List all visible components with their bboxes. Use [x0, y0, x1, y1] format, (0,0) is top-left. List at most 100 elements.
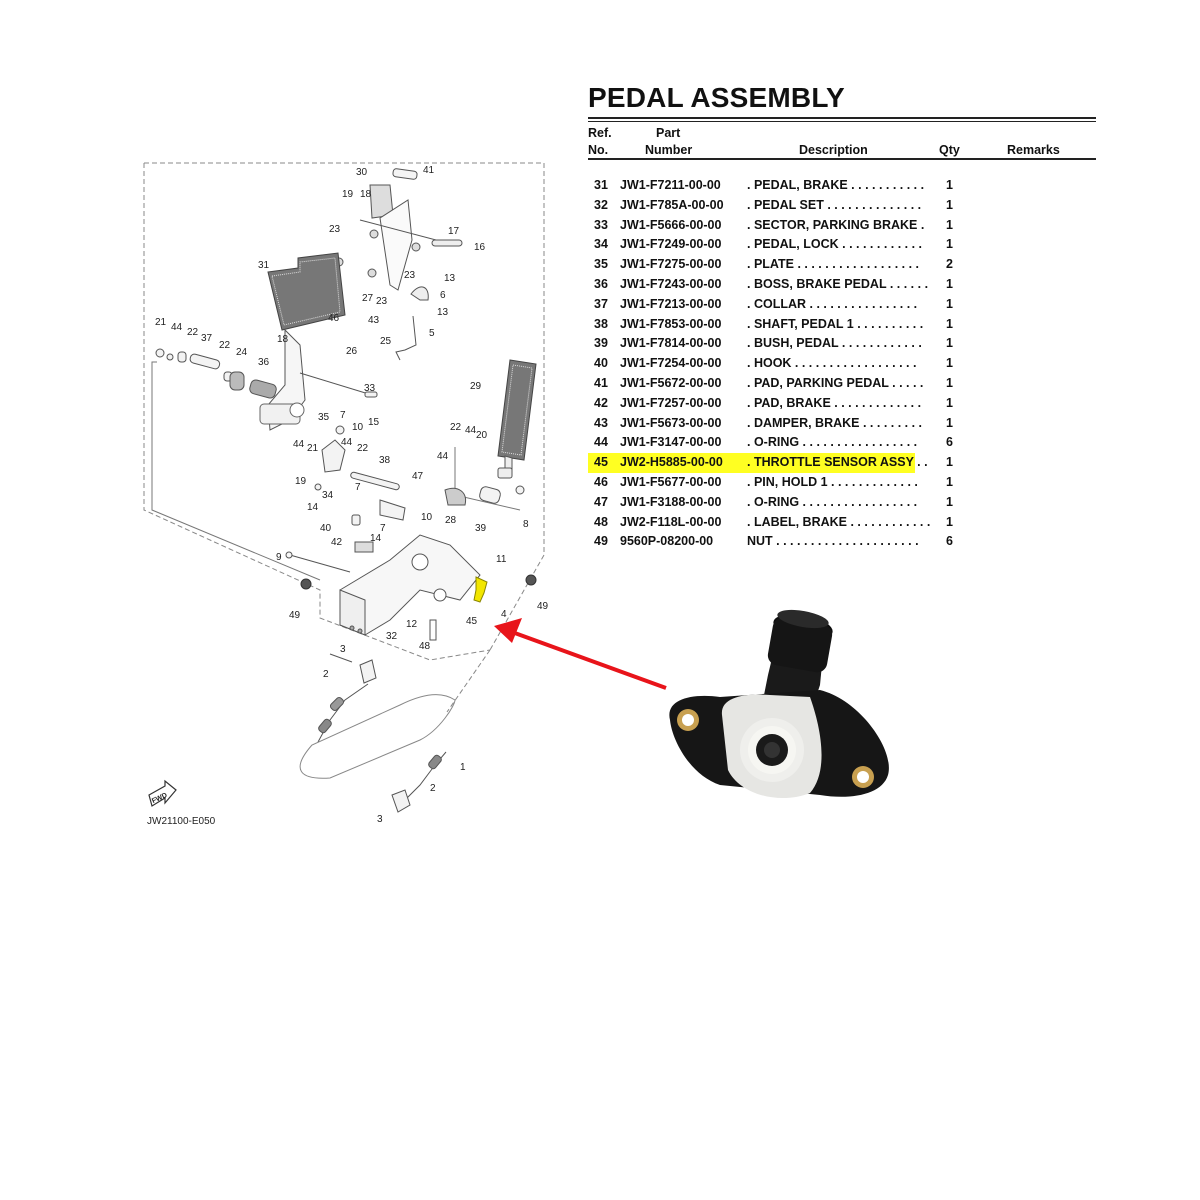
part-number-cell: JW1-F7257-00-00 — [620, 395, 722, 410]
ref-cell: 48 — [594, 514, 608, 529]
ref-cell: 33 — [594, 217, 608, 232]
callout-7b: 7 — [355, 482, 361, 493]
callout-28: 28 — [445, 515, 457, 526]
nut-49-left — [300, 578, 312, 590]
callout-21: 21 — [155, 317, 167, 328]
page-title: PEDAL ASSEMBLY — [588, 82, 845, 113]
description-cell: . COLLAR . . . . . . . . . . . . . . . . — [747, 296, 918, 311]
qty-cell: 6 — [946, 534, 953, 549]
callout-47: 47 — [412, 471, 424, 482]
header-remarks: Remarks — [1007, 143, 1060, 157]
part-number-cell: JW1-F7243-00-00 — [620, 276, 722, 291]
callout-10b: 10 — [421, 512, 433, 523]
header-description: Description — [799, 143, 868, 157]
callout-14: 14 — [307, 502, 319, 513]
description-cell: . LABEL, BRAKE . . . . . . . . . . . . — [747, 514, 930, 529]
description-cell: . SHAFT, PEDAL 1 . . . . . . . . . . — [747, 316, 924, 331]
callout-1: 1 — [460, 762, 466, 773]
callout-49: 49 — [289, 610, 301, 621]
callout-38: 38 — [379, 455, 391, 466]
description-cell: . PAD, BRAKE . . . . . . . . . . . . . — [747, 395, 922, 410]
ref-cell: 31 — [594, 178, 608, 192]
callout-20: 20 — [476, 430, 488, 441]
ref-cell: 35 — [594, 257, 608, 272]
part-number-cell: JW1-F7814-00-00 — [620, 336, 722, 351]
header-ref-line1: Ref. — [588, 126, 612, 140]
nut-49-right — [525, 574, 537, 586]
part-number-cell: JW2-F118L-00-00 — [620, 514, 722, 529]
qty-cell: 1 — [946, 455, 953, 470]
linkage-group — [314, 425, 525, 553]
callout-32: 32 — [386, 631, 398, 642]
callout-30: 30 — [356, 167, 368, 178]
ref-cell: 42 — [594, 395, 608, 410]
callout-13: 13 — [444, 273, 456, 284]
qty-cell: 1 — [946, 237, 953, 252]
callout-13b: 13 — [437, 307, 449, 318]
callout-6: 6 — [440, 290, 446, 301]
throttle-sensor-photo — [660, 605, 900, 805]
parking-pedal-group — [334, 168, 463, 361]
ref-cell: 38 — [594, 316, 608, 331]
description-cell: NUT . . . . . . . . . . . . . . . . . . … — [747, 534, 919, 549]
part-number-cell: JW1-F7853-00-00 — [620, 316, 722, 331]
part-number-cell: JW1-F3188-00-00 — [620, 494, 722, 509]
part-number-cell: JW1-F5673-00-00 — [620, 415, 722, 430]
qty-cell: 1 — [946, 276, 953, 291]
ref-cell: 46 — [594, 474, 608, 489]
ref-cell: 40 — [594, 356, 608, 371]
description-cell: . PIN, HOLD 1 . . . . . . . . . . . . . — [747, 474, 918, 489]
leader-line — [151, 361, 321, 581]
callout-23: 23 — [329, 224, 341, 235]
callout-3: 3 — [340, 644, 346, 655]
callout-44: 44 — [171, 322, 183, 333]
throttle-sensor-45-highlight — [473, 576, 488, 603]
qty-cell: 1 — [946, 494, 953, 509]
callout-18b: 18 — [277, 334, 289, 345]
description-cell: . PAD, PARKING PEDAL . . . . . — [747, 375, 924, 390]
callout-29: 29 — [470, 381, 482, 392]
callout-8: 8 — [523, 519, 529, 530]
qty-cell: 1 — [946, 395, 953, 410]
part-number-cell: JW1-F5666-00-00 — [620, 217, 722, 232]
callout-2b: 2 — [430, 783, 436, 794]
assembly-boundary — [143, 162, 545, 713]
callout-5: 5 — [429, 328, 435, 339]
callout-46: 46 — [328, 313, 340, 324]
ref-cell: 34 — [594, 237, 608, 252]
qty-cell: 6 — [946, 435, 953, 450]
callout-42: 42 — [331, 537, 343, 548]
header-divider — [588, 158, 1096, 160]
callout-19: 19 — [342, 189, 354, 200]
callout-22b: 22 — [219, 340, 231, 351]
header-qty: Qty — [939, 143, 960, 157]
ref-cell: 36 — [594, 276, 608, 291]
throttle-sensor-image — [669, 609, 889, 799]
ref-cell: 43 — [594, 415, 608, 430]
description-cell: . PEDAL, BRAKE . . . . . . . . . . . — [747, 178, 925, 192]
description-cell: . BOSS, BRAKE PEDAL . . . . . . — [747, 276, 929, 291]
table-row: 42 JW1-F7257-00-00 . PAD, BRAKE . . . . . … — [588, 394, 1096, 414]
callout-18: 18 — [360, 189, 372, 200]
callout-31: 31 — [258, 260, 270, 271]
callout-44e: 44 — [437, 451, 449, 462]
part-number-cell: JW1-F7249-00-00 — [620, 237, 722, 252]
part-number-cell: JW1-F7213-00-00 — [620, 296, 722, 311]
callout-34: 34 — [322, 490, 334, 501]
part-number-cell: JW1-F3147-00-00 — [620, 435, 722, 450]
table-row: 38 JW1-F7853-00-00 . SHAFT, PEDAL 1 . . . … — [588, 315, 1096, 335]
ref-cell: 49 — [594, 534, 608, 549]
ref-cell: 37 — [594, 296, 608, 311]
header-part-line1: Part — [656, 126, 681, 140]
